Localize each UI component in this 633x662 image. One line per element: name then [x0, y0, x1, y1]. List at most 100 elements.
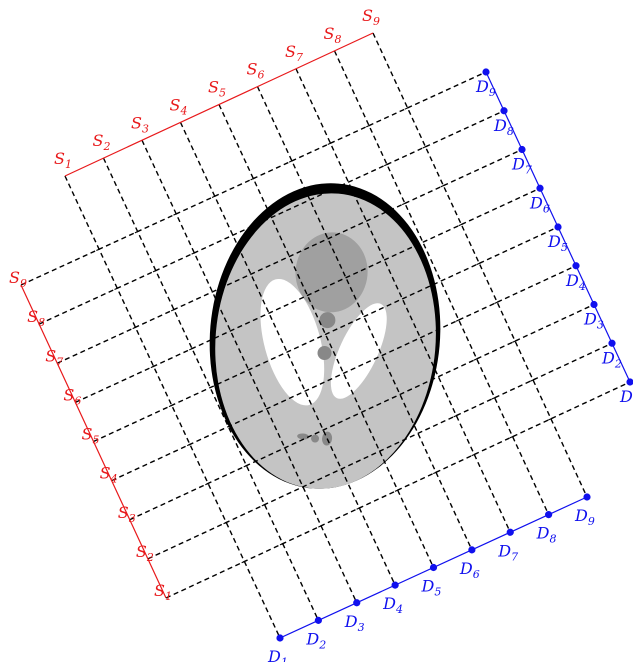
- detector-right-dot-7: [518, 145, 526, 154]
- source-top-label-7-letter: S: [285, 42, 296, 61]
- detector-bottom-label-5-subscript: 5: [434, 586, 441, 599]
- detector-right-dot-9: [482, 68, 490, 76]
- spot-2: [317, 346, 332, 361]
- intersection-tick-28: [327, 141, 334, 146]
- detector-right-label-5: D5: [547, 232, 568, 254]
- spot-3: [297, 433, 310, 440]
- source-left-label-8-subscript: 8: [38, 316, 45, 329]
- source-left-label-2-subscript: 2: [146, 551, 154, 564]
- array-labels: S1S2S3S4S5S6S7S8S9S1S2S3S4S5S6S7S8S9D1D2…: [9, 6, 633, 662]
- detector-bottom-label-5: D5: [421, 577, 442, 599]
- detector-right-label-6-subscript: 6: [543, 202, 550, 215]
- intersection-tick-39: [494, 300, 501, 304]
- source-top-label-4: S4: [170, 95, 188, 117]
- intersection-tick-1: [241, 559, 248, 564]
- detector-right-label-8: D8: [493, 116, 514, 138]
- intersection-tick-31: [473, 357, 480, 361]
- detector-bottom-label-3: D3: [344, 612, 365, 634]
- detector-bottom-label-8: D8: [536, 524, 557, 546]
- detector-bottom-label-2-letter: D: [305, 629, 319, 648]
- detector-right-dot-3: [590, 300, 598, 309]
- detector-bottom-label-1-letter: D: [267, 647, 281, 662]
- detector-bottom-dot-3: [353, 599, 361, 607]
- source-left-label-5: S5: [82, 425, 100, 447]
- detector-right-label-1-letter: D: [619, 387, 633, 406]
- rays-top-to-bottom: [64, 32, 588, 639]
- intersection-tick-20: [356, 506, 363, 510]
- intersection-tick-21: [211, 194, 218, 199]
- detector-bottom-label-4-subscript: 4: [395, 603, 403, 616]
- detector-right-label-1: D: [619, 387, 633, 406]
- detector-right-label-3: D3: [583, 310, 604, 332]
- detector-bottom-label-5-letter: D: [421, 577, 435, 596]
- dark-region: [295, 232, 368, 313]
- detector-right-label-3-letter: D: [583, 310, 597, 329]
- intersection-tick-6: [150, 364, 157, 369]
- detector-bottom-label-6-subscript: 6: [473, 568, 480, 581]
- detector-bottom-label-9-letter: D: [574, 506, 588, 525]
- intersection-tick-11: [261, 502, 268, 507]
- detector-bottom-label-1: D1: [267, 647, 288, 662]
- detector-right-dot-8: [500, 107, 508, 115]
- intersection-tick-17: [318, 524, 324, 528]
- intersection-tick-16: [134, 229, 141, 234]
- detector-bottom-dot-7: [506, 528, 514, 536]
- detector-bottom-dot-4: [391, 581, 399, 589]
- left-ventricle: [260, 278, 325, 406]
- source-top-label-3-subscript: 3: [142, 122, 149, 135]
- source-left-label-8: S8: [27, 307, 45, 329]
- source-top-label-6: S6: [247, 60, 265, 82]
- source-top-label-9: S9: [362, 6, 380, 28]
- detector-right-label-6-letter: D: [529, 193, 543, 212]
- detector-right-label-8-subscript: 8: [507, 125, 514, 138]
- source-left-label-3-letter: S: [118, 503, 129, 522]
- detector-bottom-dot-5: [429, 563, 438, 572]
- intersection-tick-7: [132, 325, 139, 330]
- source-left-label-3: S3: [118, 503, 136, 525]
- intersection-tick-34: [383, 162, 390, 167]
- source-left-label-6-letter: S: [63, 385, 74, 404]
- detector-dots: [276, 68, 633, 642]
- detector-bottom-label-9-subscript: 9: [588, 515, 595, 528]
- detector-bottom-dot-1: [276, 634, 284, 642]
- detector-right-dot-5: [554, 223, 562, 231]
- source-left-label-5-letter: S: [82, 425, 93, 444]
- source-top-label-1-letter: S: [54, 149, 65, 168]
- source-left-label-4: S4: [100, 464, 118, 486]
- detector-right-dot-6: [536, 184, 544, 192]
- intersection-tick-41: [458, 222, 465, 227]
- source-left-label-5-subscript: 5: [92, 434, 99, 447]
- source-left-label-9-letter: S: [9, 268, 20, 287]
- detector-right-label-4-letter: D: [565, 271, 579, 290]
- detector-right-label-9: D9: [475, 77, 496, 99]
- detector-right-label-8-letter: D: [493, 116, 507, 135]
- detector-right-label-7-letter: D: [511, 155, 525, 174]
- source-left-label-2: S2: [136, 542, 154, 564]
- spot-4: [311, 434, 320, 443]
- ray-s9-d9-a: [372, 32, 588, 498]
- intersection-tick-22: [394, 488, 401, 492]
- source-top-label-8-letter: S: [324, 24, 335, 43]
- source-top-label-3: S3: [131, 113, 149, 135]
- source-top-label-2-letter: S: [93, 131, 104, 150]
- source-top-label-2-subscript: 2: [102, 140, 110, 153]
- detector-right-label-4-subscript: 4: [578, 280, 586, 293]
- detector-right-dot-2: [608, 339, 616, 347]
- detector-right-label-9-letter: D: [475, 77, 489, 96]
- detector-bottom-dot-2: [314, 616, 322, 624]
- source-left-label-7-letter: S: [45, 346, 56, 365]
- source-left-label-9-subscript: 9: [20, 277, 27, 290]
- source-top-label-9-letter: S: [362, 6, 373, 25]
- detector-bottom-label-4-letter: D: [382, 594, 396, 613]
- intersection-tick-14: [170, 307, 177, 312]
- source-left-label-2-letter: S: [136, 542, 147, 561]
- intersection-tick-4: [186, 442, 193, 447]
- source-top-label-4-subscript: 4: [179, 104, 187, 117]
- detector-right-label-5-subscript: 5: [561, 241, 568, 254]
- detector-right-label-9-subscript: 9: [489, 86, 496, 99]
- source-top-label-5-subscript: 5: [219, 87, 226, 100]
- source-left-label-7-subscript: 7: [56, 355, 63, 368]
- detector-bottom-label-9: D9: [574, 506, 595, 528]
- detector-bottom-label-4: D4: [382, 594, 403, 616]
- detector-bottom-label-7-letter: D: [497, 541, 511, 560]
